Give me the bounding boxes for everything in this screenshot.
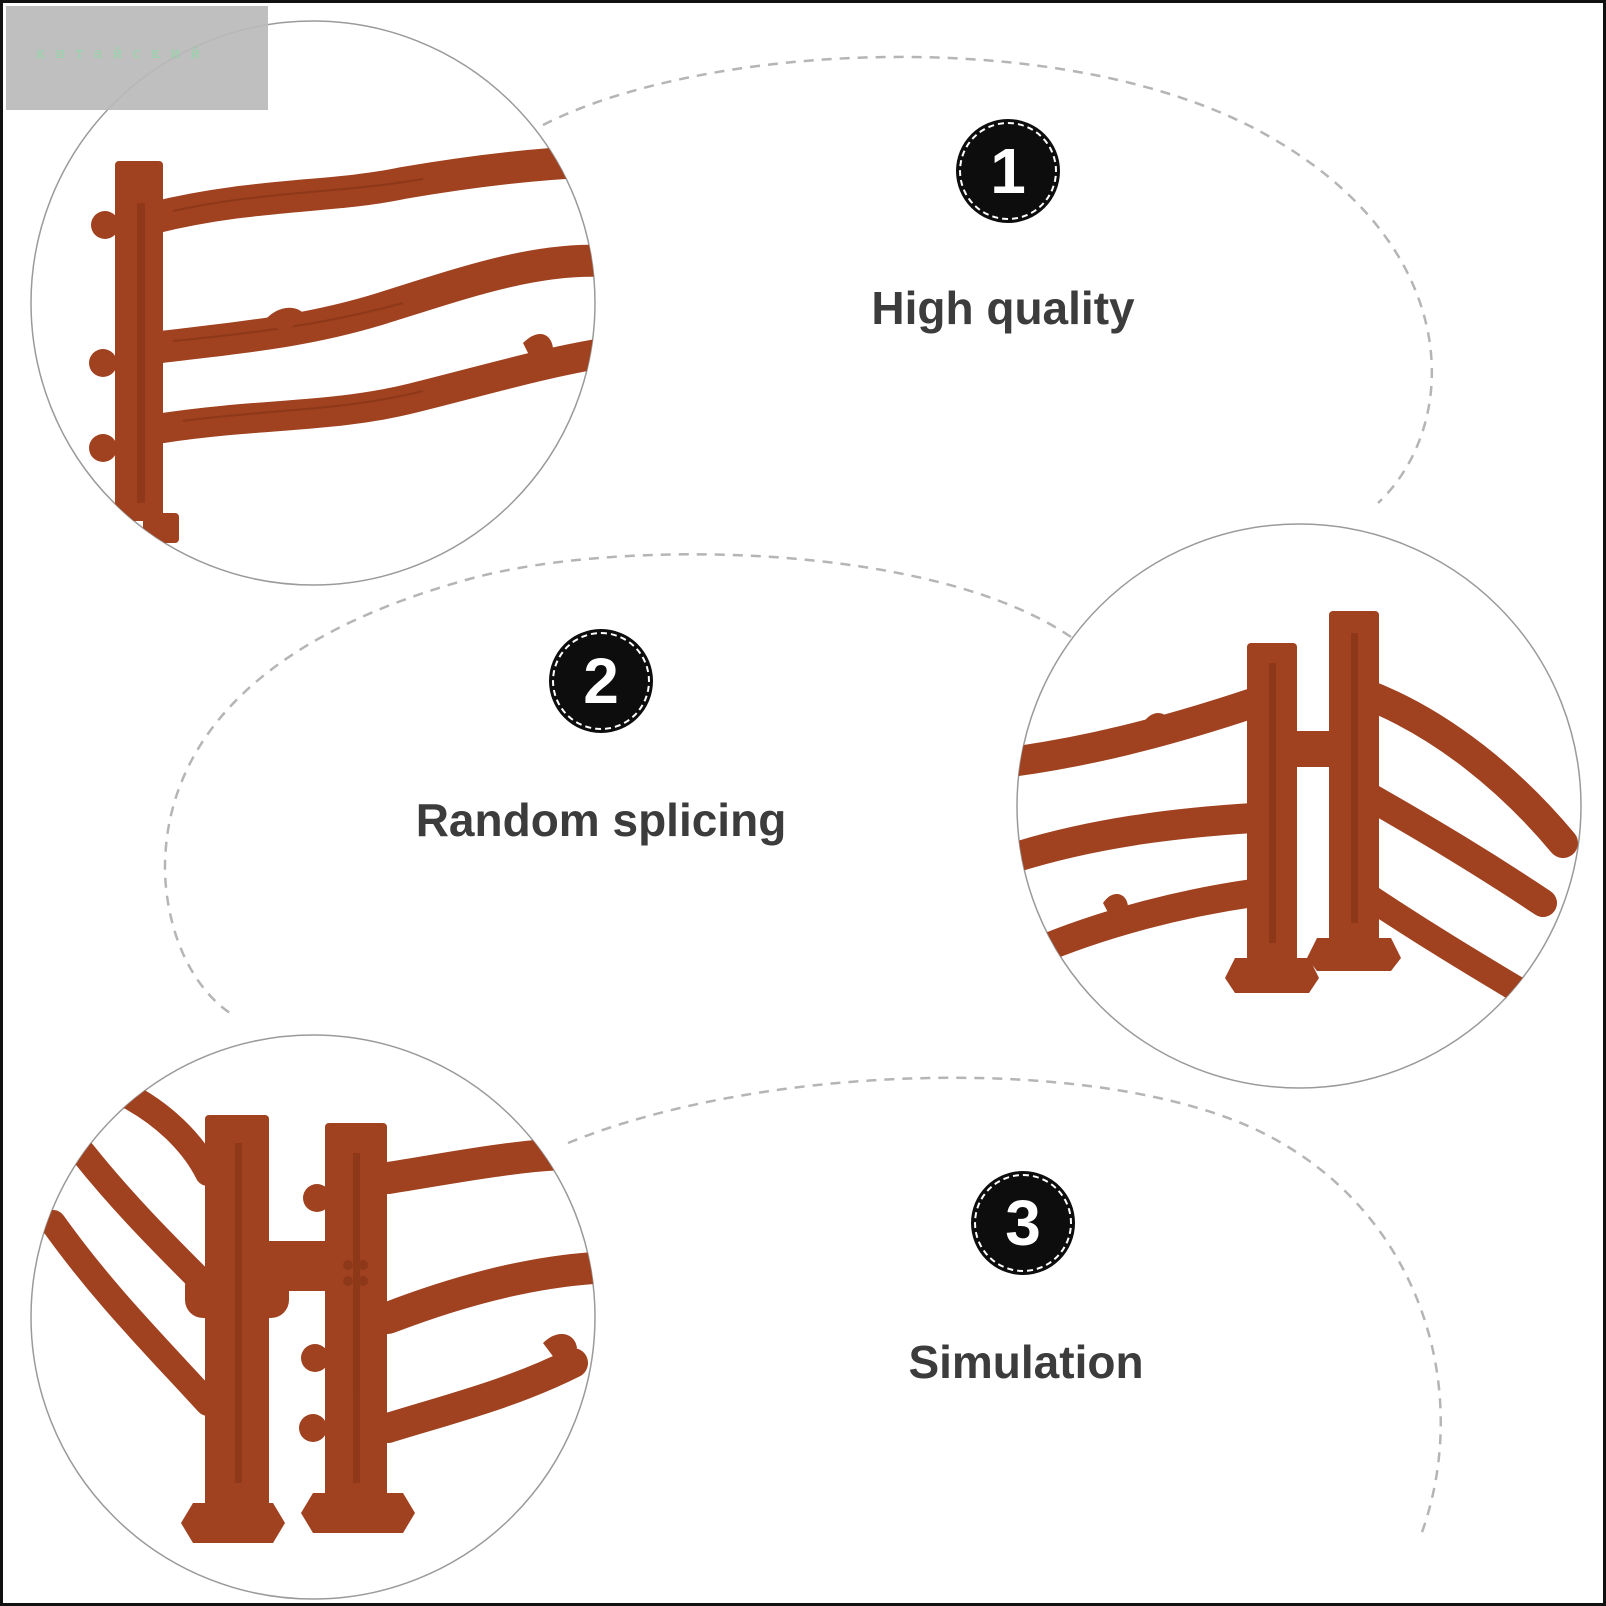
fence-photo-2 xyxy=(1016,523,1582,1089)
fence-photo-1 xyxy=(30,20,596,586)
watermark: китайский xyxy=(6,6,268,110)
dashed-swoosh-top xyxy=(542,55,1434,504)
feature-number-badge-1: 1 xyxy=(956,119,1060,223)
feature-label-high-quality: High quality xyxy=(871,282,1135,334)
feature-number-badge-2: 2 xyxy=(549,629,653,733)
feature-number-2: 2 xyxy=(583,645,619,717)
watermark-text: китайский xyxy=(36,44,211,62)
feature-number-badge-3: 3 xyxy=(971,1171,1075,1275)
feature-number-3: 3 xyxy=(1005,1187,1041,1259)
dashed-swoosh-middle xyxy=(163,553,1072,1017)
decoration-layer xyxy=(30,20,1582,1600)
dashed-swoosh-bottom xyxy=(567,1076,1442,1536)
fence-photo-3 xyxy=(30,1034,596,1600)
feature-label-random-splicing: Random splicing xyxy=(415,794,787,846)
feature-number-1: 1 xyxy=(990,135,1026,207)
dashed-swoosh-lines xyxy=(163,55,1442,1536)
feature-label-simulation: Simulation xyxy=(908,1336,1144,1388)
